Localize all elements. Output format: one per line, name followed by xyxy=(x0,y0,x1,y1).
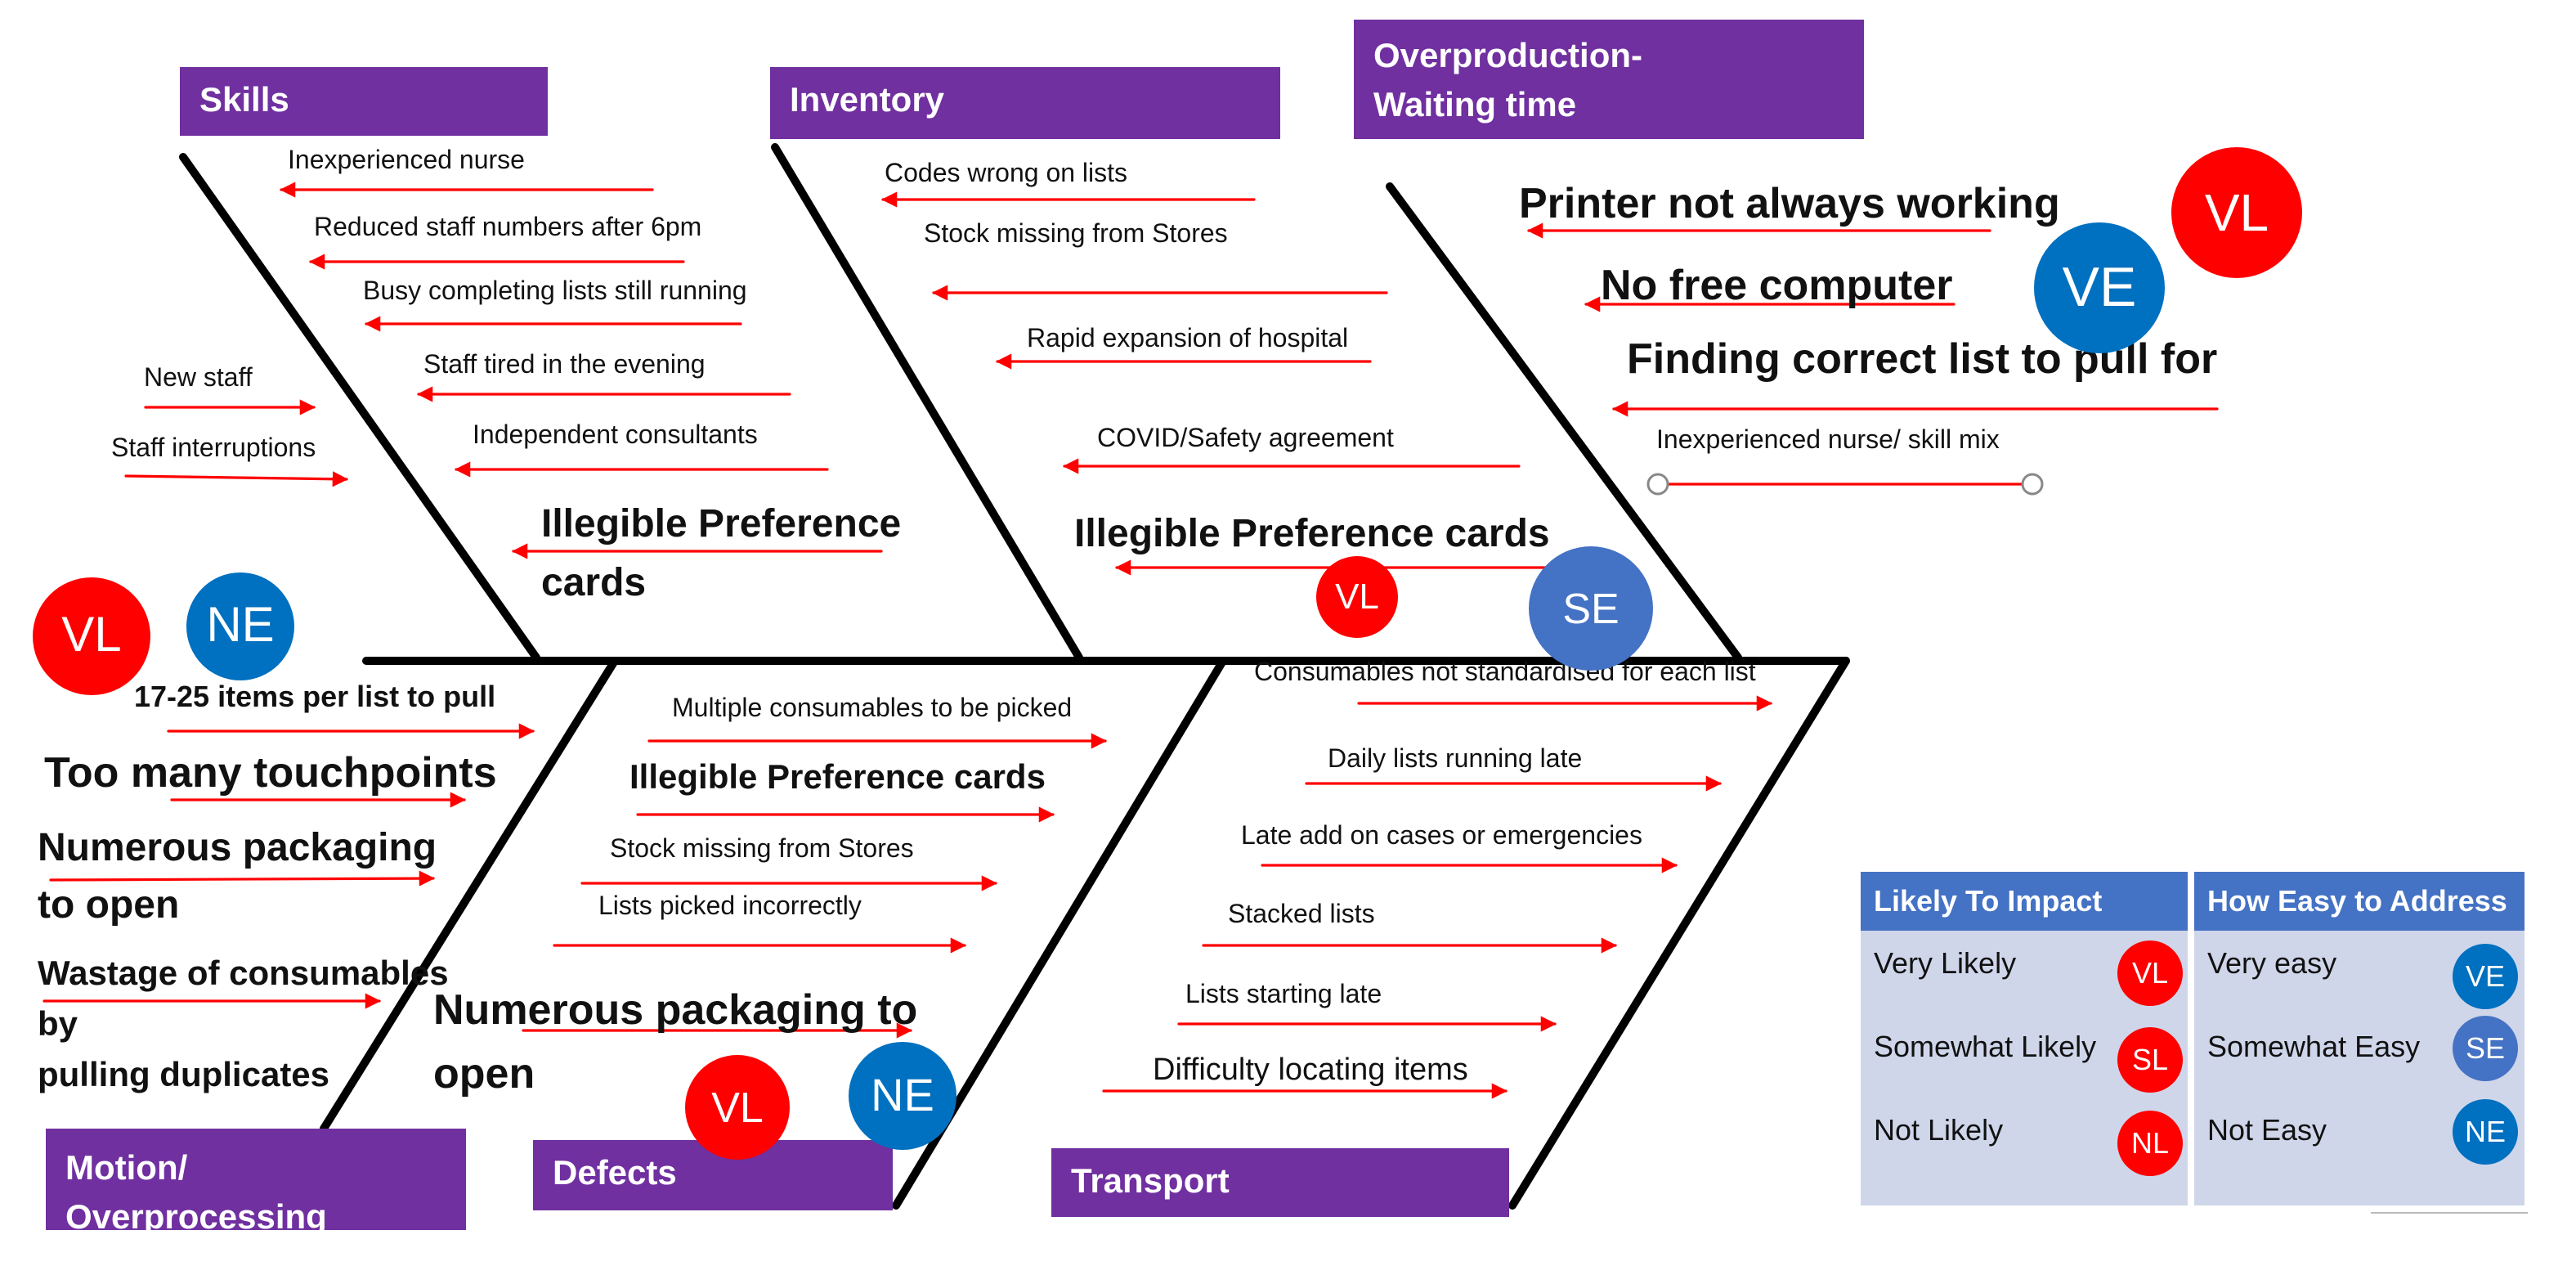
connector-handle[interactable] xyxy=(1646,473,1669,496)
category-overproduction: Overproduction- Waiting time xyxy=(1354,20,1864,139)
legend-divider xyxy=(2188,872,2194,1205)
bone-transport xyxy=(1508,657,1850,1210)
cause-arrow xyxy=(49,870,435,887)
cause-motion-1: 17-25 items per list to pull xyxy=(134,680,496,713)
category-defects: Defects xyxy=(533,1140,893,1210)
cause-defects-3: Stock missing from Stores xyxy=(610,836,914,864)
legend-impact-badge: NL xyxy=(2117,1111,2183,1176)
badge-inventory-impact: VL xyxy=(1316,556,1398,638)
cause-defects-1: Multiple consumables to be picked xyxy=(672,695,1073,723)
legend-ease-label: Somewhat Easy xyxy=(2207,1030,2421,1063)
badge-overproduction-ease: VE xyxy=(2034,222,2165,353)
legend-ease-badge: NE xyxy=(2453,1099,2518,1165)
legend-ease-badge: SE xyxy=(2453,1016,2518,1081)
legend-impact-badge: VL xyxy=(2117,941,2183,1006)
legend-underline xyxy=(2371,1212,2528,1214)
cause-motion-3: Numerous packaging xyxy=(38,826,437,870)
cause-overproduction-1: Printer not always working xyxy=(1519,178,2060,227)
cause-arrow xyxy=(124,471,348,487)
cause-skills-6: Staff interruptions xyxy=(111,435,316,463)
cause-defects-4: Lists picked incorrectly xyxy=(598,893,862,921)
cause-inventory-4: COVID/Safety agreement xyxy=(1097,425,1394,453)
legend: Likely To Impact How Easy to Address Ver… xyxy=(1861,872,2524,1205)
legend-impact-header: Likely To Impact xyxy=(1861,872,2188,931)
cause-defects-2: Illegible Preference cards xyxy=(629,759,1046,797)
legend-ease-badge: VE xyxy=(2453,944,2518,1009)
badge-skills-ease: NE xyxy=(186,572,294,680)
badge-overproduction-impact: VL xyxy=(2171,147,2302,278)
cause-transport-1: Consumables not standardised for each li… xyxy=(1254,659,1756,687)
cause-transport-3: Late add on cases or emergencies xyxy=(1241,823,1642,851)
cause-inventory-2: Stock missing from Stores xyxy=(924,221,1228,249)
cause-skills-2: Reduced staff numbers after 6pm xyxy=(314,214,702,242)
cause-inventory-1: Codes wrong on lists xyxy=(885,160,1128,188)
legend-impact-badge: SL xyxy=(2117,1027,2183,1093)
badge-defects-impact: VL xyxy=(685,1055,790,1160)
cause-motion-4: to open xyxy=(38,883,180,927)
bone-inventory xyxy=(771,143,1083,662)
cause-inventory-3: Rapid expansion of hospital xyxy=(1027,325,1349,353)
cause-transport-6: Difficulty locating items xyxy=(1153,1053,1468,1088)
category-skills: Skills xyxy=(180,67,548,136)
cause-skills-7: Independent consultants xyxy=(473,422,758,450)
badge-inventory-ease: SE xyxy=(1529,546,1653,671)
cause-skills-3: Busy completing lists still running xyxy=(363,278,747,306)
cause-skills-5: Staff tired in the evening xyxy=(423,352,706,379)
cause-skills-4: New staff xyxy=(144,365,253,393)
cause-transport-2: Daily lists running late xyxy=(1328,746,1583,774)
cause-defects-6: open xyxy=(433,1048,535,1098)
cause-motion-5: Wastage of consumables xyxy=(38,955,449,993)
cause-defects-5: Numerous packaging to xyxy=(433,985,918,1034)
cause-transport-4: Stacked lists xyxy=(1228,901,1375,929)
cause-motion-2: Too many touchpoints xyxy=(44,747,497,797)
cause-skills-1: Inexperienced nurse xyxy=(288,147,525,175)
legend-ease-label: Very easy xyxy=(2207,947,2337,980)
bone-skills xyxy=(179,153,540,662)
cause-transport-5: Lists starting late xyxy=(1185,981,1382,1009)
badge-skills-impact: VL xyxy=(33,577,150,695)
legend-ease-header: How Easy to Address xyxy=(2194,872,2524,931)
category-inventory: Inventory xyxy=(770,67,1280,139)
legend-ease-label: Not Easy xyxy=(2207,1114,2327,1147)
legend-impact-label: Not Likely xyxy=(1874,1114,2004,1147)
cause-skills-9: cards xyxy=(541,561,647,605)
badge-defects-ease: NE xyxy=(849,1042,956,1150)
cause-inventory-5: Illegible Preference cards xyxy=(1074,512,1550,556)
cause-overproduction-4: Inexperienced nurse/ skill mix xyxy=(1656,427,2000,455)
connector-handle[interactable] xyxy=(2021,473,2044,496)
category-motion: Motion/ Overprocessing xyxy=(46,1129,466,1230)
legend-impact-label: Somewhat Likely xyxy=(1874,1030,2097,1063)
category-transport: Transport xyxy=(1051,1148,1509,1217)
bone-overproduction xyxy=(1386,182,1742,662)
cause-overproduction-2: No free computer xyxy=(1601,260,1953,309)
bone-motion xyxy=(320,657,619,1133)
cause-motion-6: by xyxy=(38,1006,78,1044)
legend-impact-label: Very Likely xyxy=(1874,947,2017,980)
cause-skills-8: Illegible Preference xyxy=(541,502,902,546)
cause-motion-7: pulling duplicates xyxy=(38,1057,330,1094)
